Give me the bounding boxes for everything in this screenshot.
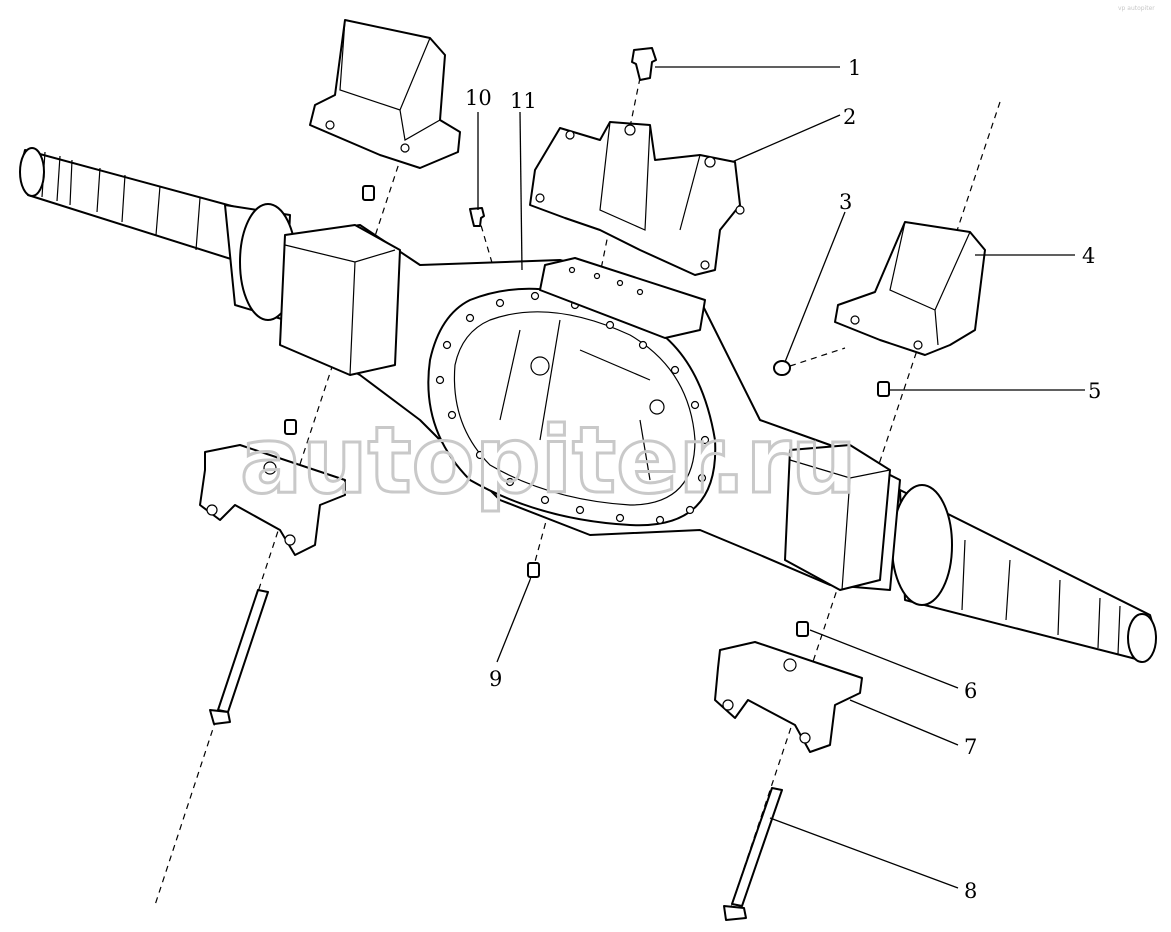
callout-1: 1 xyxy=(848,56,861,80)
leader-lines xyxy=(477,66,1085,889)
watermark: autopiter.ru xyxy=(240,407,857,514)
callout-6: 6 xyxy=(964,679,977,703)
callout-2: 2 xyxy=(843,105,856,129)
upper-spring-seat-right xyxy=(834,221,986,356)
stud-left xyxy=(209,589,269,725)
stud-right xyxy=(723,787,783,921)
corner-mark: vp autopiter xyxy=(1118,5,1155,12)
lower-spring-plate-right xyxy=(714,641,863,753)
callout-5: 5 xyxy=(1088,379,1101,403)
callout-7: 7 xyxy=(964,735,977,759)
callout-9: 9 xyxy=(489,667,502,691)
callout-labels: 1 2 3 4 5 6 7 8 9 10 11 xyxy=(465,56,1101,903)
upper-spring-seat-left xyxy=(309,19,461,169)
bolt-1 xyxy=(631,47,657,81)
axle-housing xyxy=(279,224,901,591)
callout-8: 8 xyxy=(964,879,977,903)
callout-4: 4 xyxy=(1082,244,1095,268)
callout-11: 11 xyxy=(510,89,537,113)
right-axle-shaft xyxy=(891,484,1157,663)
spacers xyxy=(284,185,890,637)
callout-3: 3 xyxy=(839,190,852,214)
top-bracket xyxy=(529,121,745,276)
left-axle-shaft xyxy=(19,147,297,321)
callout-10: 10 xyxy=(465,86,492,110)
nut-3 xyxy=(773,360,791,376)
lower-spring-plate-left xyxy=(199,444,346,556)
bolt-10 xyxy=(469,207,485,227)
